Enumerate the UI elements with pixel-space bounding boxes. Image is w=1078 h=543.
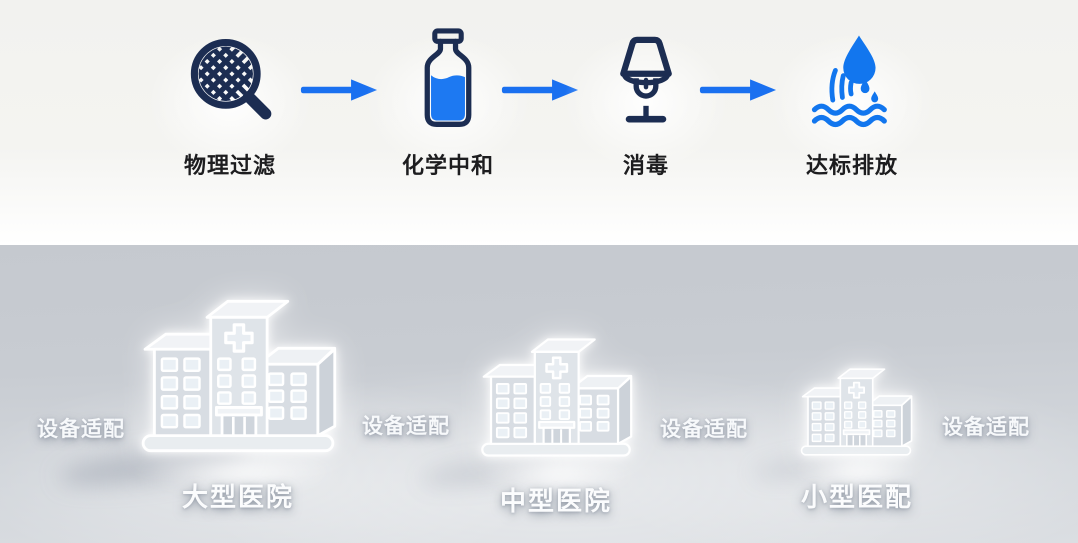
flow-step-label: 达标排放 [805,153,898,178]
equipment-adaptation-label: 设备适配 [660,418,748,441]
small-hospital-label: 小型医配 [800,482,914,512]
equipment-adaptation-label: 设备适配 [942,416,1030,439]
treatment-flow-section: 物理过滤 化学中和 [0,0,1078,245]
water-discharge-icon [762,26,942,134]
chemical-bottle-icon [358,26,538,134]
medium-hospital-illustration [472,330,640,465]
large-hospital-label: 大型医院 [181,482,295,512]
flow-step-label: 消毒 [622,153,669,178]
large-hospital-illustration [130,289,346,463]
hospital-adaptation-section: 设备适配 设备适配 设备适配 设备适配 大型医院 中型医院 小型医配 [0,245,1078,543]
filter-mesh-magnifier-icon [140,26,320,134]
flow-step-disinfection: 消毒 [541,14,751,190]
small-hospital-illustration [794,362,918,462]
equipment-adaptation-label: 设备适配 [37,418,125,441]
flow-step-chemical-neutralization: 化学中和 [343,14,553,190]
medium-hospital-label: 中型医院 [499,486,613,516]
flow-step-label: 化学中和 [401,153,494,178]
equipment-adaptation-label: 设备适配 [362,415,450,438]
disinfection-lamp-icon [556,26,736,134]
flow-step-label: 物理过滤 [183,153,276,178]
flow-step-physical-filtration: 物理过滤 [125,14,335,190]
flow-step-compliant-discharge: 达标排放 [747,14,957,190]
